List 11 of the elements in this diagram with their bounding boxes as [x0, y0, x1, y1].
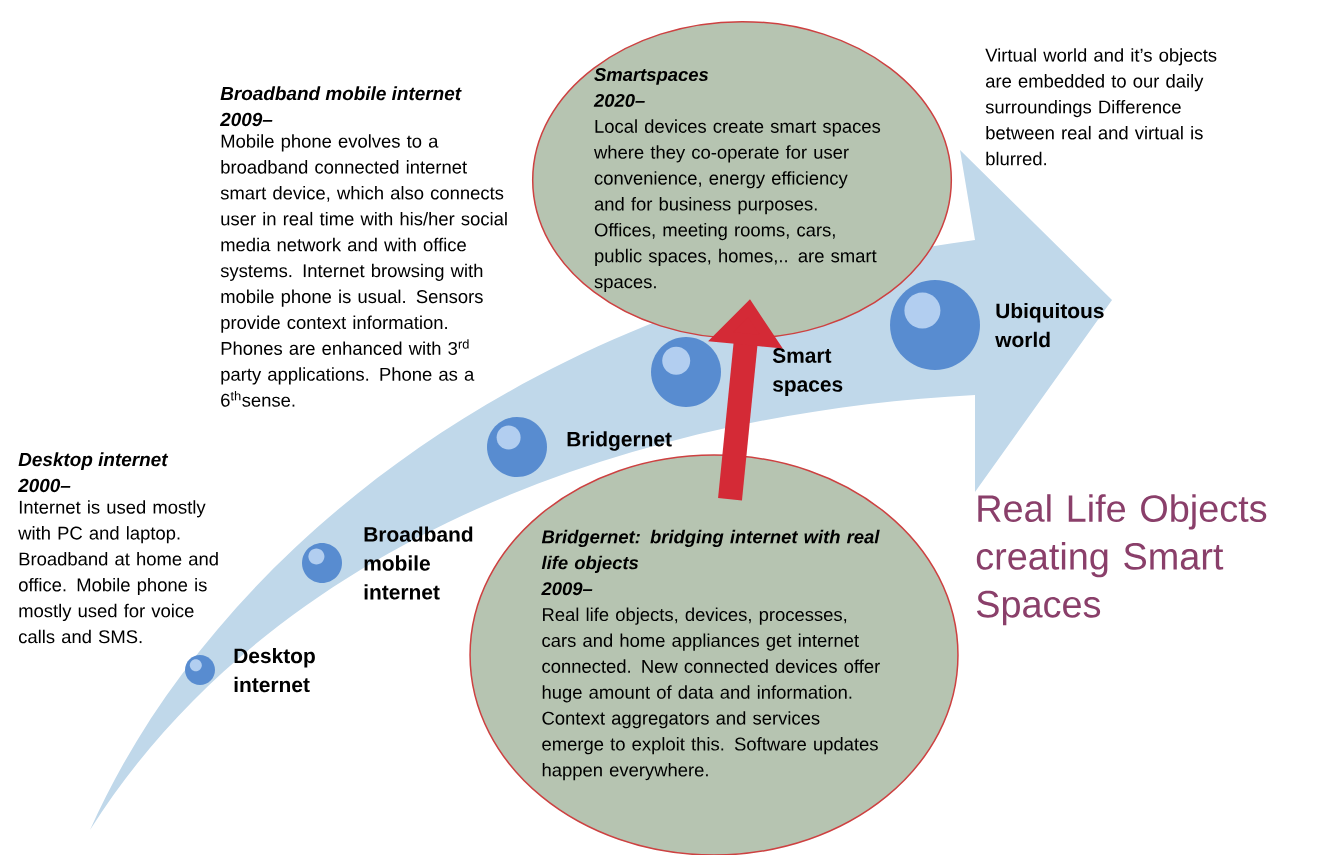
- description-text: Mobile phone evolves to a broadband connected internet smart device, which also connects user in real time with his/her social media network and with office systems. Internet browsing with mobile phone is usual. Sensors provide context information. Phones are enhanced with 3$^{rd}$ party applications. Phone as a 6$^{th}$sense.: [220, 134, 507, 407]
- description-text: Virtual world and it’s objects are embedded to our daily surroundings Difference between real and virtual is blurred.: [985, 48, 1217, 166]
- description-text: Internet is used mostly with PC and laptop. Broadband at home and office. Mobile phone is mostly used for voice calls and SMS.: [18, 500, 218, 644]
- heading-text: Desktop internet: [18, 452, 169, 470]
- stage-label: Smart spaces: [772, 348, 843, 396]
- heading-text: 2009–: [219, 112, 273, 127]
- stage-label: Ubiquitous world: [995, 302, 1104, 348]
- heading-text: 2000–: [17, 478, 71, 493]
- stage-label: Desktop internet: [234, 647, 315, 693]
- stage-label: Bridgernet: [567, 431, 672, 451]
- heading-text: Broadband mobile internet: [220, 86, 462, 101]
